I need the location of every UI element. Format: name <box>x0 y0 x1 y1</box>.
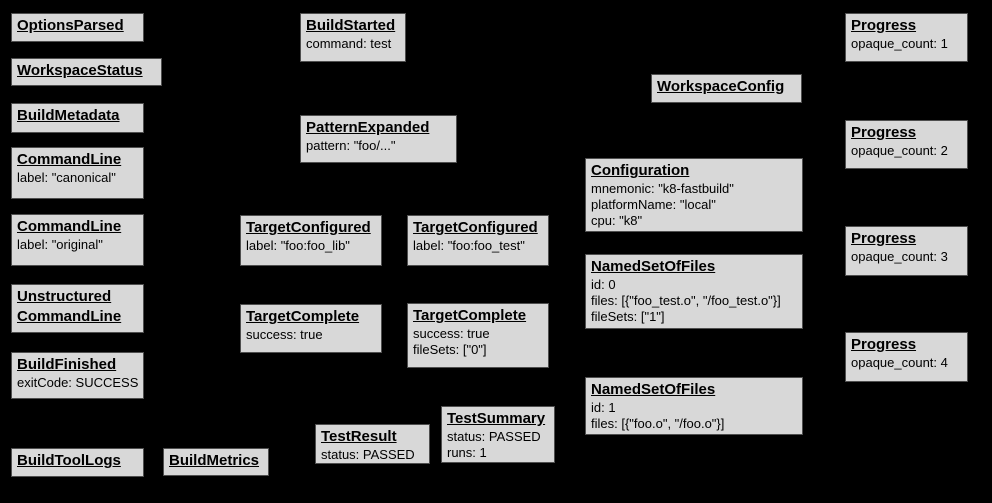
node-field: label: "original" <box>17 237 103 252</box>
node-field: command: test <box>306 36 392 51</box>
node-title: Progress <box>851 124 917 141</box>
node-title: Configuration <box>591 162 690 179</box>
node-title: BuildMetadata <box>17 107 120 124</box>
node-title: BuildMetrics <box>169 452 260 469</box>
node-pattern-expanded: PatternExpanded pattern: "foo/..." <box>300 115 457 163</box>
node-field: id: 1 <box>591 400 616 415</box>
node-title: Progress <box>851 336 917 353</box>
node-progress-1: Progress opaque_count: 1 <box>845 13 968 62</box>
node-field: success: true <box>246 327 323 342</box>
node-title: OptionsParsed <box>17 17 124 34</box>
node-test-summary: TestSummary status: PASSED runs: 1 <box>441 406 555 463</box>
node-workspace-status: WorkspaceStatus <box>11 58 162 86</box>
node-field: id: 0 <box>591 277 616 292</box>
node-field: label: "foo:foo_lib" <box>246 238 350 253</box>
node-field: status: PASSED <box>447 429 541 444</box>
node-command-line-canonical: CommandLine label: "canonical" <box>11 147 144 199</box>
node-title: NamedSetOfFiles <box>591 381 716 398</box>
node-target-configured-foo-test: TargetConfigured label: "foo:foo_test" <box>407 215 549 266</box>
node-field: mnemonic: "k8-fastbuild" <box>591 181 734 196</box>
node-field: exitCode: SUCCESS <box>17 375 139 390</box>
node-named-set-of-files-1: NamedSetOfFiles id: 1 files: [{"foo.o", … <box>585 377 803 435</box>
node-field: label: "canonical" <box>17 170 116 185</box>
node-build-finished: BuildFinished exitCode: SUCCESS <box>11 352 144 399</box>
node-title: CommandLine <box>17 151 122 168</box>
node-field: cpu: "k8" <box>591 213 643 228</box>
node-field: opaque_count: 1 <box>851 36 948 51</box>
node-title: TargetConfigured <box>246 219 371 236</box>
node-title: TargetConfigured <box>413 219 538 236</box>
node-named-set-of-files-0: NamedSetOfFiles id: 0 files: [{"foo_test… <box>585 254 803 329</box>
node-command-line-original: CommandLine label: "original" <box>11 214 144 266</box>
node-field: opaque_count: 4 <box>851 355 948 370</box>
node-target-complete-foo-lib: TargetComplete success: true <box>240 304 382 353</box>
node-title: Progress <box>851 230 917 247</box>
node-build-metrics: BuildMetrics <box>163 448 269 476</box>
node-field: pattern: "foo/..." <box>306 138 396 153</box>
node-progress-2: Progress opaque_count: 2 <box>845 120 968 169</box>
node-field: opaque_count: 2 <box>851 143 948 158</box>
node-title: BuildStarted <box>306 17 396 34</box>
node-field: runs: 1 <box>447 445 487 460</box>
node-title: Progress <box>851 17 917 34</box>
node-title: NamedSetOfFiles <box>591 258 716 275</box>
node-field: files: [{"foo_test.o", "/foo_test.o"}] <box>591 293 781 308</box>
node-target-complete-foo-test: TargetComplete success: true fileSets: [… <box>407 303 549 368</box>
node-progress-4: Progress opaque_count: 4 <box>845 332 968 382</box>
node-unstructured-command-line: Unstructured CommandLine <box>11 284 144 333</box>
node-title: BuildFinished <box>17 356 117 373</box>
node-build-tool-logs: BuildToolLogs <box>11 448 144 477</box>
node-title: CommandLine <box>17 218 122 235</box>
node-build-metadata: BuildMetadata <box>11 103 144 133</box>
node-field: success: true <box>413 326 490 341</box>
node-field: files: [{"foo.o", "/foo.o"}] <box>591 416 725 431</box>
node-title: TestResult <box>321 428 397 445</box>
node-field: fileSets: ["0"] <box>413 342 487 357</box>
node-field: opaque_count: 3 <box>851 249 948 264</box>
node-configuration: Configuration mnemonic: "k8-fastbuild" p… <box>585 158 803 232</box>
node-field: platformName: "local" <box>591 197 716 212</box>
node-field: label: "foo:foo_test" <box>413 238 525 253</box>
node-title: PatternExpanded <box>306 119 430 136</box>
node-field: status: PASSED <box>321 447 415 462</box>
node-title: TargetComplete <box>246 308 360 325</box>
node-progress-3: Progress opaque_count: 3 <box>845 226 968 276</box>
node-title: TargetComplete <box>413 307 527 324</box>
node-field: fileSets: ["1"] <box>591 309 665 324</box>
node-target-configured-foo-lib: TargetConfigured label: "foo:foo_lib" <box>240 215 382 266</box>
node-title: WorkspaceStatus <box>17 62 143 79</box>
node-workspace-config: WorkspaceConfig <box>651 74 802 103</box>
node-title: TestSummary <box>447 410 546 427</box>
node-title: BuildToolLogs <box>17 452 121 469</box>
node-title: Unstructured CommandLine <box>17 288 122 325</box>
node-title: WorkspaceConfig <box>657 78 785 95</box>
node-build-started: BuildStarted command: test <box>300 13 406 62</box>
node-options-parsed: OptionsParsed <box>11 13 144 42</box>
node-test-result: TestResult status: PASSED <box>315 424 430 464</box>
